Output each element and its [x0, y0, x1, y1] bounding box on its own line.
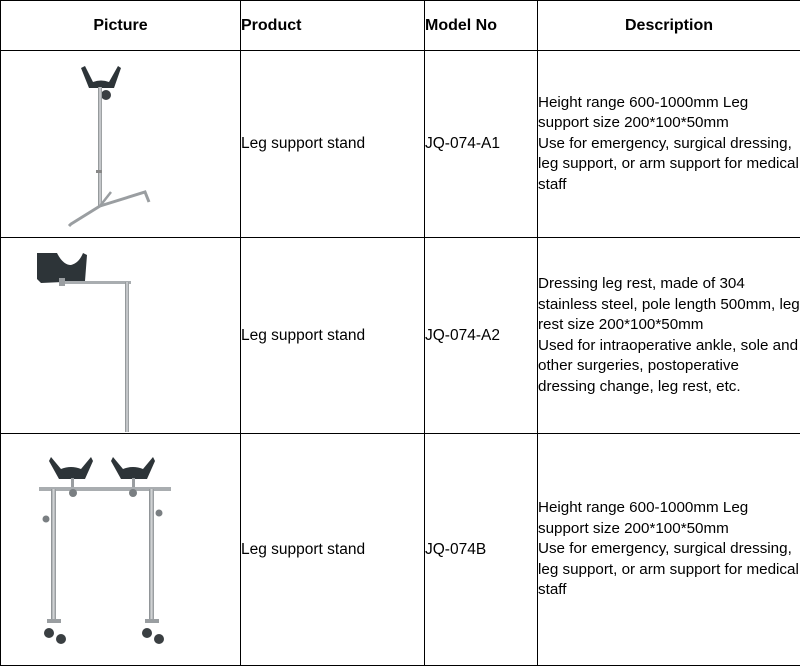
table-row: Leg support stand JQ-074-A1 Height range…	[1, 51, 800, 238]
product-name: Leg support stand	[241, 238, 425, 434]
picture-cell	[1, 434, 241, 666]
table-row: Leg support stand JQ-074B Height range 6…	[1, 434, 800, 666]
header-picture: Picture	[1, 1, 241, 51]
model-number: JQ-074-A1	[425, 51, 538, 238]
table-header-row: Picture Product Model No Description	[1, 1, 800, 51]
model-number: JQ-074-A2	[425, 238, 538, 434]
product-description: Dressing leg rest, made of 304 stainless…	[538, 238, 800, 434]
bent-pole-leg-rest-icon	[1, 239, 239, 433]
product-name: Leg support stand	[241, 51, 425, 238]
product-name: Leg support stand	[241, 434, 425, 666]
picture-cell	[1, 238, 241, 434]
tripod-leg-support-stand-icon	[1, 52, 239, 237]
double-leg-support-frame-icon	[1, 435, 239, 665]
product-description: Height range 600-1000mm Leg support size…	[538, 51, 800, 238]
model-number: JQ-074B	[425, 434, 538, 666]
picture-cell	[1, 51, 241, 238]
header-product: Product	[241, 1, 425, 51]
table-row: Leg support stand JQ-074-A2 Dressing leg…	[1, 238, 800, 434]
header-description: Description	[538, 1, 800, 51]
product-description: Height range 600-1000mm Leg support size…	[538, 434, 800, 666]
header-model-no: Model No	[425, 1, 538, 51]
